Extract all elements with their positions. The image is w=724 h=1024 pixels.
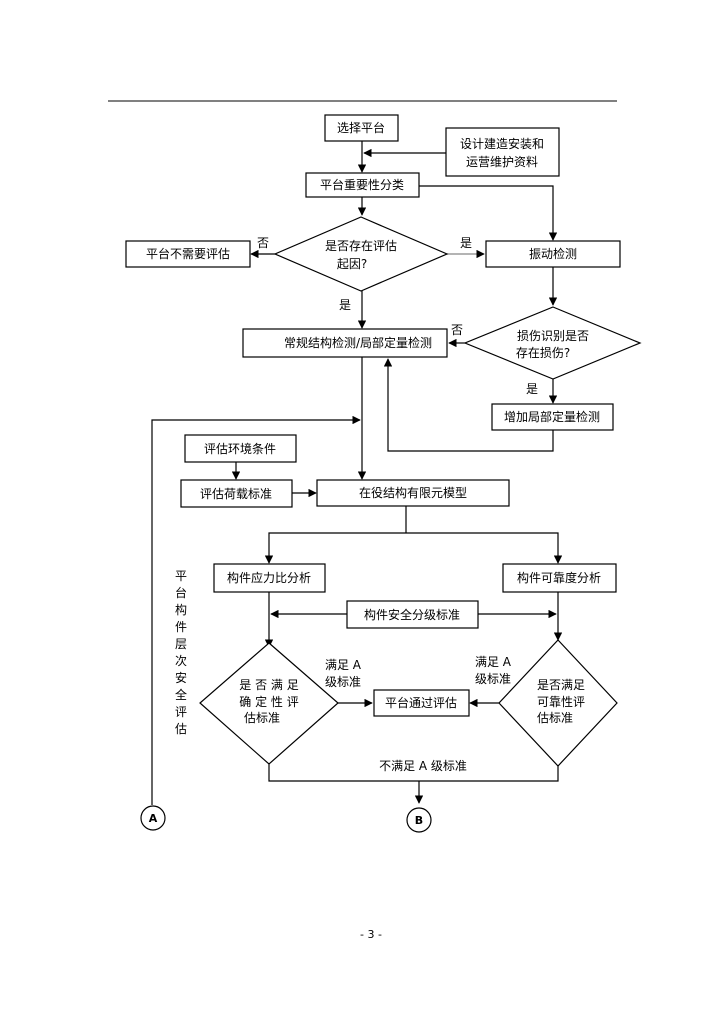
node-load: 评估荷载标准 — [180, 479, 293, 508]
node-no-eval: 平台不需要评估 — [125, 240, 251, 268]
connectors — [151, 141, 563, 805]
node-vibration: 振动检测 — [485, 240, 621, 268]
side-char: 次 — [175, 654, 187, 668]
node-label: 构件应力比分析 — [227, 570, 311, 585]
node-label: 存在损伤? — [516, 346, 570, 360]
node-select-platform: 选择平台 — [324, 114, 399, 142]
node-reliability-criteria: 是否满足 可靠性评 估标准 — [498, 639, 618, 767]
connector-label: B — [415, 814, 423, 827]
node-deterministic-criteria: 是 否 满 足 确 定 性 评 估标准 — [199, 642, 339, 765]
connector-a: A — [140, 805, 166, 831]
node-label: 是否存在评估 — [325, 239, 397, 253]
node-label: 评估环境条件 — [204, 441, 276, 456]
edge-label-yes: 是 — [526, 382, 538, 396]
node-label: 振动检测 — [529, 246, 577, 261]
side-char: 台 — [175, 585, 187, 600]
node-label: 构件可靠度分析 — [517, 570, 601, 585]
side-text-vertical: 平 台 构 件 层 次 安 全 评 估 — [175, 569, 187, 736]
node-label: 评估荷载标准 — [200, 487, 272, 501]
edge-label-meet-a: 级标准 — [325, 675, 361, 689]
connector-b: B — [406, 807, 432, 833]
node-label: 平台不需要评估 — [146, 246, 230, 261]
node-label: 平台通过评估 — [385, 695, 457, 710]
node-label: 估标准 — [537, 711, 573, 725]
edge-label-yes: 是 — [460, 236, 472, 250]
edge-labels: 否 是 是 否 是 满足 A 级标准 满足 A 级标准 不满足 A 级标准 — [257, 236, 538, 773]
node-label: 在役结构有限元模型 — [359, 485, 467, 500]
side-char: 安 — [175, 670, 187, 685]
node-label: 构件安全分级标准 — [364, 607, 460, 622]
node-label: 损伤识别是否 — [517, 329, 589, 343]
side-char: 评 — [175, 705, 187, 719]
edge-label-yes: 是 — [339, 298, 351, 312]
node-label: 是 否 满 足 — [239, 678, 298, 692]
node-add-local: 增加局部定量检测 — [491, 403, 614, 431]
connector-label: A — [149, 812, 158, 825]
side-char: 件 — [175, 620, 187, 634]
side-char: 估 — [175, 722, 187, 736]
node-pass: 平台通过评估 — [373, 689, 470, 717]
node-label: 可靠性评 — [537, 695, 585, 709]
node-design-docs: 设计建造安装和 运营维护资料 — [445, 127, 560, 177]
node-need-eval-decision: 是否存在评估 起因? — [273, 216, 449, 292]
node-damage-id-decision: 损伤识别是否 存在损伤? — [463, 306, 642, 380]
node-label: 设计建造安装和 — [460, 136, 544, 151]
node-label: 增加局部定量检测 — [504, 409, 600, 424]
node-label: 是否满足 — [537, 678, 585, 692]
side-char: 构 — [175, 602, 187, 617]
node-fem: 在役结构有限元模型 — [316, 479, 510, 507]
node-label: 估标准 — [244, 711, 280, 725]
edge-label-no: 否 — [257, 236, 269, 250]
side-char: 平 — [175, 569, 187, 583]
node-label: 确 定 性 评 — [239, 694, 298, 709]
node-reliability: 构件可靠度分析 — [502, 563, 617, 593]
node-label: 起因? — [337, 257, 367, 271]
edge-label-meet-a: 满足 A — [325, 658, 362, 672]
side-char: 全 — [175, 687, 187, 702]
edge-label-no: 否 — [451, 323, 463, 337]
node-env: 评估环境条件 — [184, 434, 297, 463]
side-char: 层 — [175, 637, 187, 651]
node-regular-inspection: 常规结构检测/局部定量检测 — [242, 328, 448, 358]
node-label: 平台重要性分类 — [320, 177, 404, 192]
node-importance: 平台重要性分类 — [305, 172, 420, 198]
node-label: 选择平台 — [337, 120, 385, 135]
node-label: 运营维护资料 — [466, 155, 538, 169]
edge-label-meet-a: 级标准 — [475, 672, 511, 686]
page-number: - 3 - — [360, 928, 382, 941]
node-grading: 构件安全分级标准 — [346, 600, 479, 629]
edge-label-meet-a: 满足 A — [475, 655, 512, 669]
node-stress: 构件应力比分析 — [213, 563, 326, 593]
edge-label-not-meet: 不满足 A 级标准 — [379, 759, 467, 773]
node-label: 常规结构检测/局部定量检测 — [284, 335, 432, 350]
